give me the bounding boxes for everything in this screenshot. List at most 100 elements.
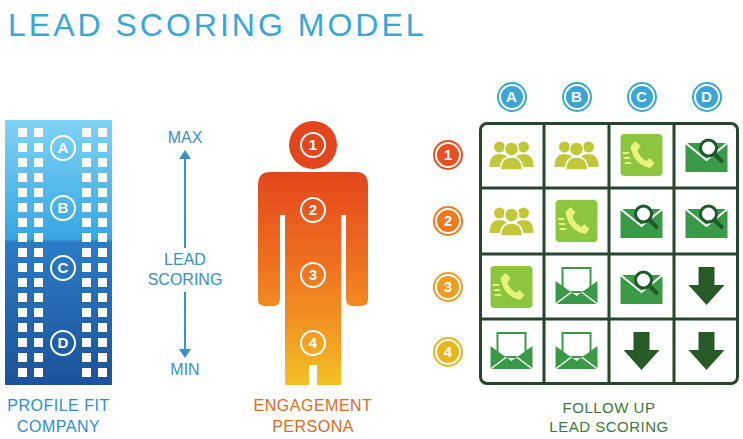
window [18, 323, 27, 332]
score-circle: A [50, 135, 76, 161]
window [34, 173, 43, 182]
circle-letter: A [58, 140, 69, 156]
window [98, 308, 107, 317]
window [82, 143, 91, 152]
window [18, 263, 27, 272]
window [82, 323, 91, 332]
window [82, 233, 91, 242]
circle-letter: 2 [309, 202, 317, 218]
score-circle: D [50, 330, 76, 356]
window [18, 293, 27, 302]
window [34, 143, 43, 152]
circle-letter: D [701, 89, 712, 105]
circle-letter: C [636, 89, 647, 105]
window [82, 173, 91, 182]
window [34, 368, 43, 377]
window [18, 188, 27, 197]
window [18, 233, 27, 242]
window [34, 248, 43, 257]
person: ENGAGEMENT PERSONA1234 [255, 118, 371, 385]
window [98, 158, 107, 167]
window [18, 368, 27, 377]
window [98, 188, 107, 197]
window [34, 353, 43, 362]
circle-letter: D [58, 335, 69, 351]
window [98, 218, 107, 227]
window [98, 278, 107, 287]
building: PROFILE FIT COMPANYABCD [5, 120, 112, 385]
window [34, 128, 43, 137]
follow-up-icons [490, 134, 728, 370]
window [82, 368, 91, 377]
score-circle: B [564, 84, 590, 110]
window [98, 248, 107, 257]
score-circle: B [50, 195, 76, 221]
circle-letter: B [58, 200, 69, 216]
window [98, 368, 107, 377]
window [18, 173, 27, 182]
score-circle: D [694, 84, 720, 110]
scale-label: MAX [155, 128, 215, 148]
window [18, 143, 27, 152]
caption: PROFILE FIT COMPANY [0, 395, 118, 437]
circle-letter: 2 [444, 213, 452, 229]
window [82, 338, 91, 347]
person [258, 121, 368, 385]
window [34, 263, 43, 272]
window [82, 263, 91, 272]
window [98, 263, 107, 272]
scale-label: LEAD SCORING [140, 248, 230, 292]
window [34, 158, 43, 167]
window [34, 308, 43, 317]
caption: ENGAGEMENT PERSONA [238, 395, 388, 437]
window [18, 308, 27, 317]
window [18, 218, 27, 227]
window [82, 218, 91, 227]
window [18, 338, 27, 347]
window [82, 203, 91, 212]
window [98, 323, 107, 332]
window [18, 203, 27, 212]
window [98, 338, 107, 347]
window [98, 233, 107, 242]
window [98, 353, 107, 362]
circle-letter: B [571, 89, 582, 105]
window [18, 278, 27, 287]
window [34, 188, 43, 197]
score-circle: 1 [435, 142, 461, 168]
score-circle: C [629, 84, 655, 110]
window [34, 338, 43, 347]
score-circle: A [499, 84, 525, 110]
window [34, 293, 43, 302]
circle-letter: C [58, 260, 69, 276]
score-circle: 2 [300, 197, 326, 223]
building-windows [18, 128, 107, 377]
window [34, 278, 43, 287]
window [18, 353, 27, 362]
window [98, 173, 107, 182]
window [34, 233, 43, 242]
window [98, 128, 107, 137]
score-circle: 4 [300, 330, 326, 356]
score-circle: C [50, 255, 76, 281]
scale-label: MIN [155, 360, 215, 380]
window [82, 188, 91, 197]
window [82, 248, 91, 257]
window [34, 323, 43, 332]
window [34, 203, 43, 212]
title: LEAD SCORING MODEL [8, 6, 427, 44]
score-circle: 3 [300, 262, 326, 288]
building [5, 120, 112, 385]
window [82, 293, 91, 302]
circle-letter: A [506, 89, 517, 105]
window [18, 128, 27, 137]
score-circle: 4 [435, 339, 461, 365]
caption: FOLLOW UP LEAD SCORING [544, 398, 674, 436]
window [98, 203, 107, 212]
circle-letter: 3 [444, 279, 452, 295]
grid-lines [480, 123, 738, 384]
window [18, 158, 27, 167]
window [98, 143, 107, 152]
window [34, 218, 43, 227]
